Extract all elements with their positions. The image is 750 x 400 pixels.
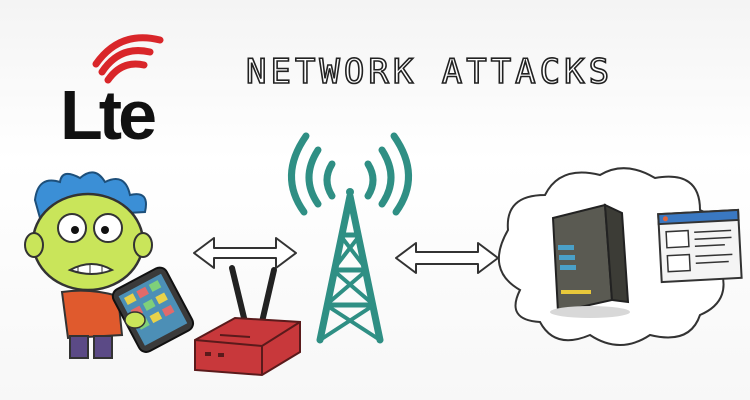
logo-text: Lte (60, 76, 157, 154)
signal-arcs-icon (92, 34, 164, 84)
page-title: NETWORK ATTACKS (245, 51, 614, 93)
lte-logo: Lte (60, 20, 210, 160)
